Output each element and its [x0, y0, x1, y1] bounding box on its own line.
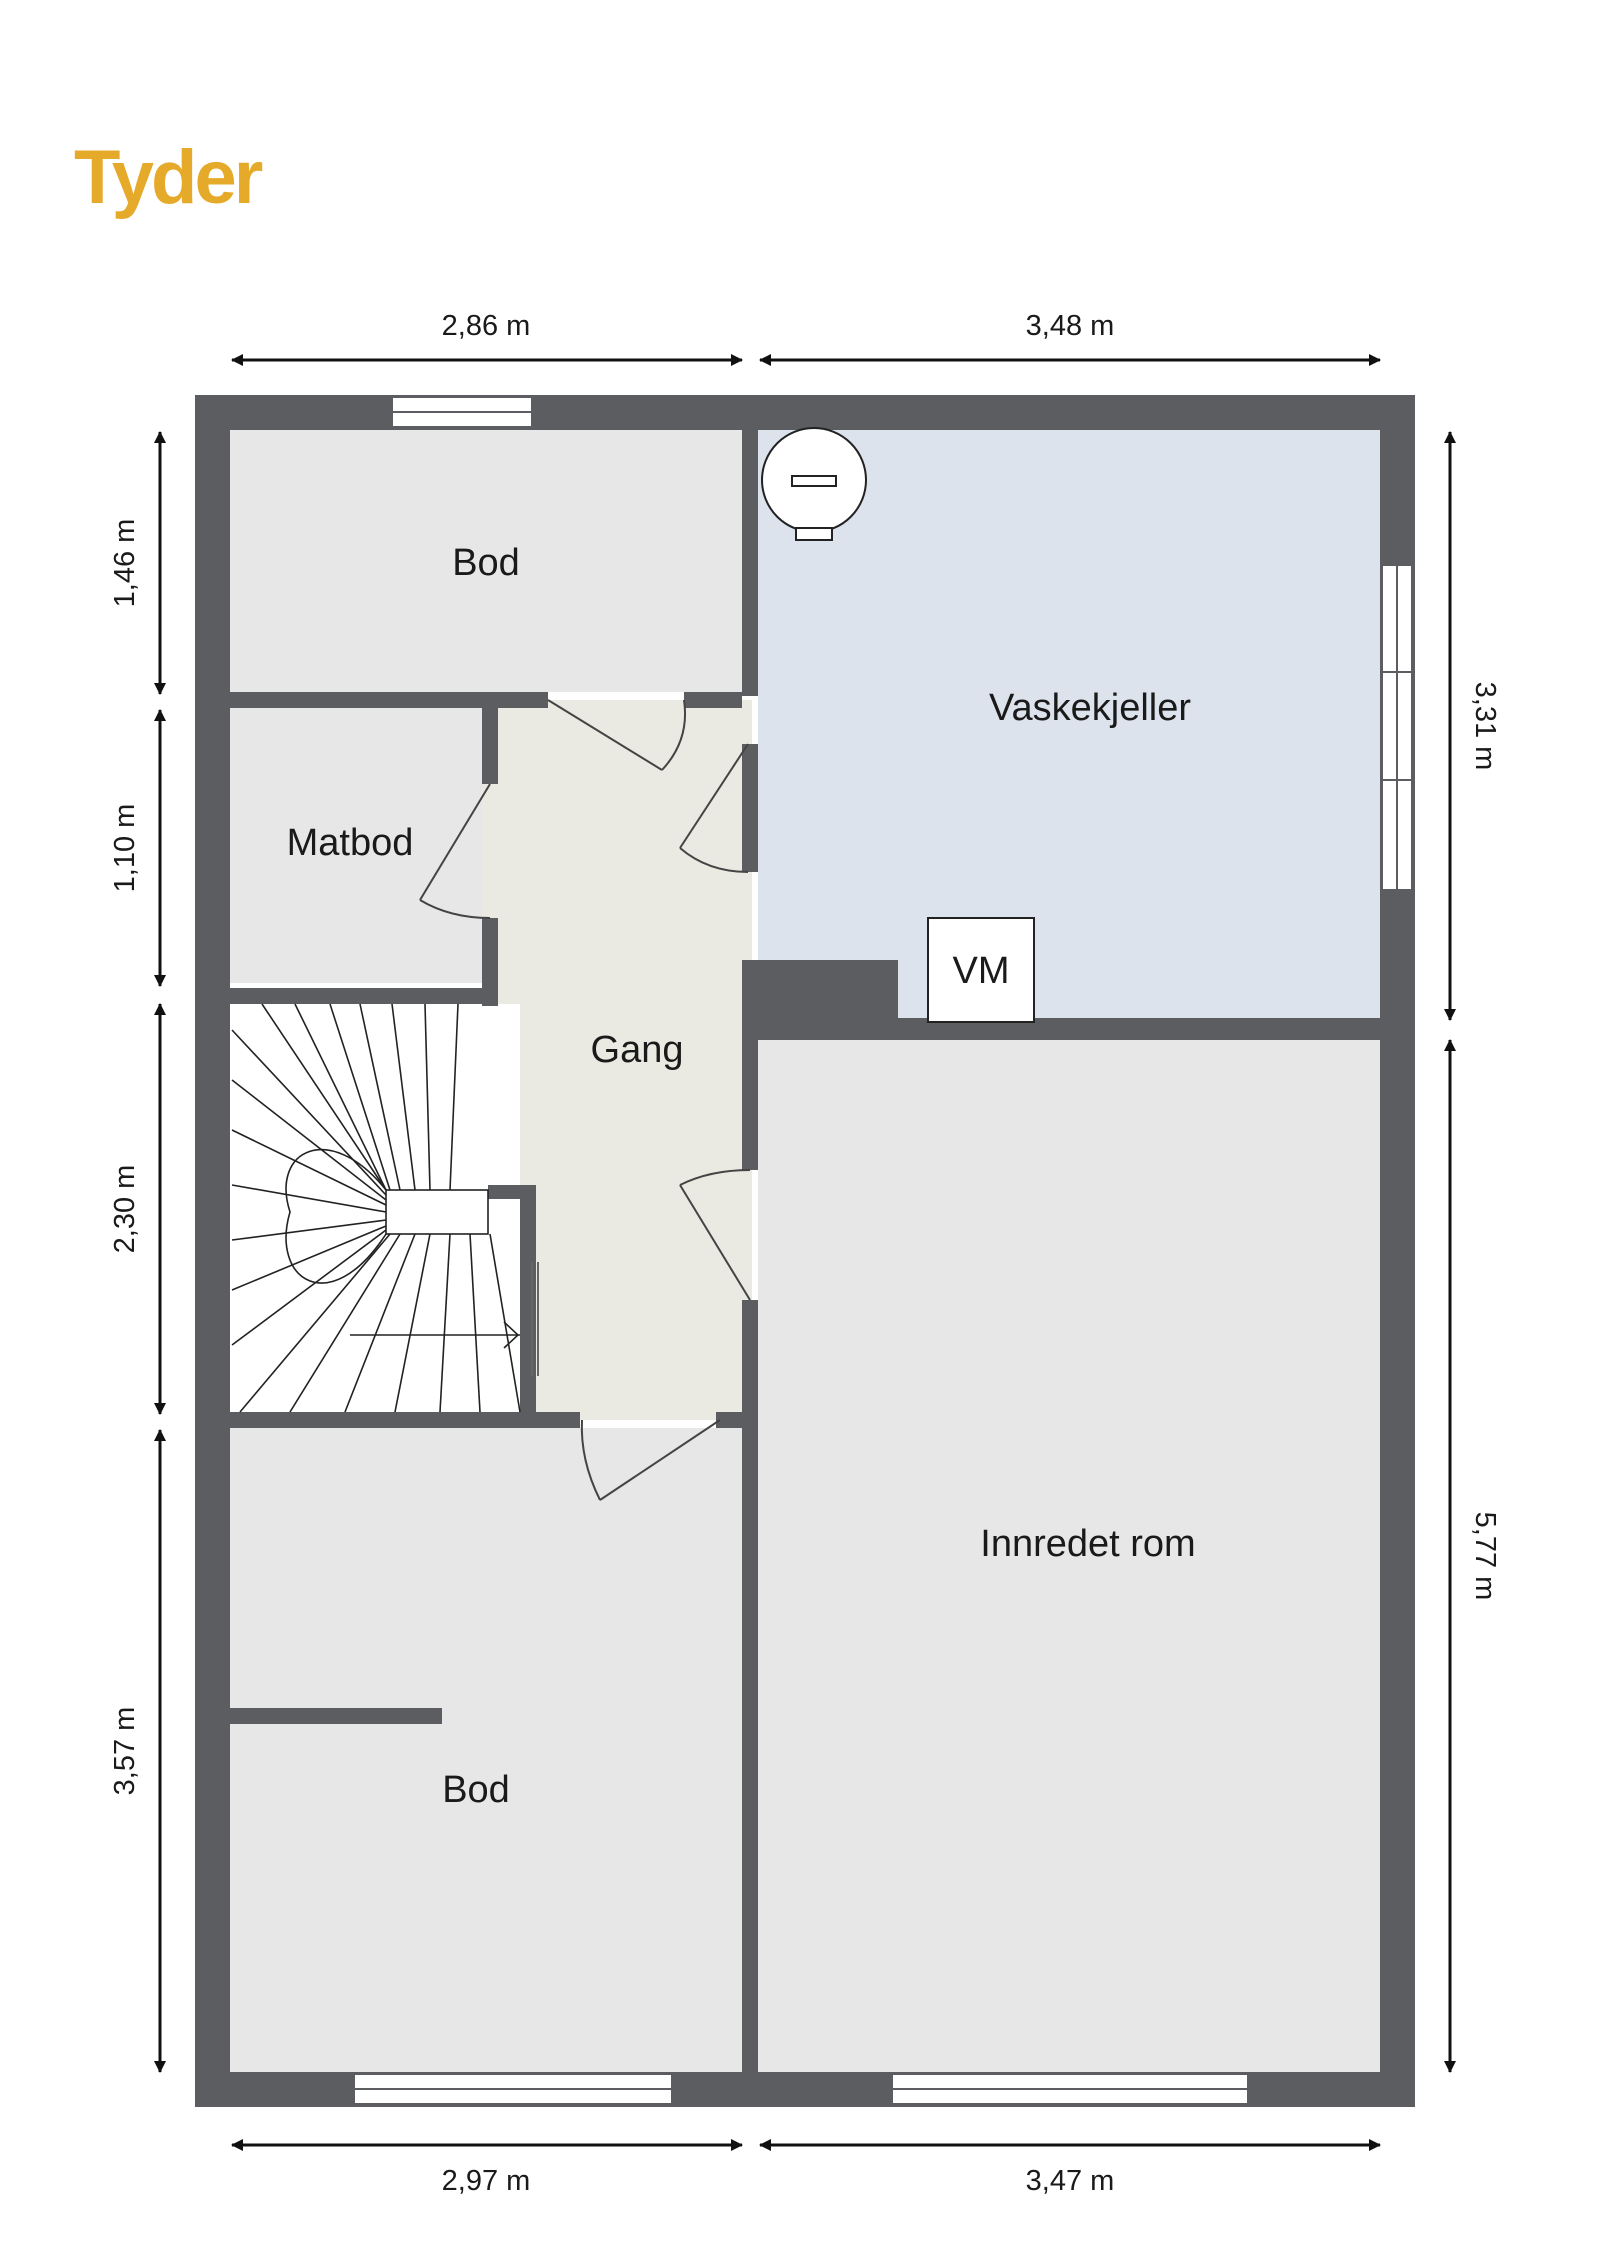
door-vaskekjeller: [679, 743, 749, 873]
room-label-bod-bottom: Bod: [442, 1769, 510, 1811]
staircase: [231, 1003, 539, 1413]
dim-bottom-left: 2,97 m: [442, 2165, 531, 2197]
dimension-top: 2,86 m 3,48 m: [231, 310, 1381, 366]
room-bod-top-floor: [230, 430, 742, 692]
water-heater-icon: [761, 427, 867, 541]
dim-top-left: 2,86 m: [442, 310, 531, 342]
arrow-right-icon: [503, 1321, 520, 1349]
dim-top-right: 3,48 m: [1026, 310, 1115, 342]
vm-box: [927, 917, 1035, 1023]
room-innredet-rom-floor: [758, 1040, 1380, 2072]
windows: [353, 396, 1413, 2105]
door-matbod: [419, 783, 491, 919]
room-label-gang: Gang: [591, 1029, 684, 1071]
inner-walls: [230, 430, 1415, 2072]
dim-left-2: 1,10 m: [109, 804, 141, 893]
brand-logo: Tyder: [74, 135, 263, 220]
dim-left-4: 3,57 m: [109, 1707, 141, 1796]
dim-right-1: 3,31 m: [1469, 682, 1501, 771]
dim-left-3: 2,30 m: [109, 1165, 141, 1254]
room-bod-bottom-floor: [230, 1428, 742, 2072]
room-label-innredet-rom: Innredet rom: [980, 1523, 1195, 1565]
dimension-right: 3,31 m 5,77 m: [1444, 431, 1501, 2073]
room-matbod-floor: [230, 708, 482, 983]
dim-bottom-right: 3,47 m: [1026, 2165, 1115, 2197]
room-label-matbod: Matbod: [287, 822, 414, 864]
room-label-vaskekjeller: Vaskekjeller: [989, 687, 1191, 729]
door-bod-top: [547, 699, 686, 771]
dim-right-2: 5,77 m: [1469, 1512, 1501, 1601]
doors: [419, 699, 751, 1501]
room-label-bod-top: Bod: [452, 542, 520, 584]
door-bod-bottom: [580, 1419, 721, 1501]
door-innredet-rom: [679, 1169, 751, 1301]
dim-left-1: 1,46 m: [109, 519, 141, 608]
dimension-left: 1,46 m 1,10 m 2,30 m 3,57 m: [109, 431, 166, 2073]
room-label-vm: VM: [953, 950, 1010, 992]
dimension-bottom: 2,97 m 3,47 m: [231, 2139, 1381, 2197]
room-vaskekjeller-floor: [758, 430, 1380, 1018]
